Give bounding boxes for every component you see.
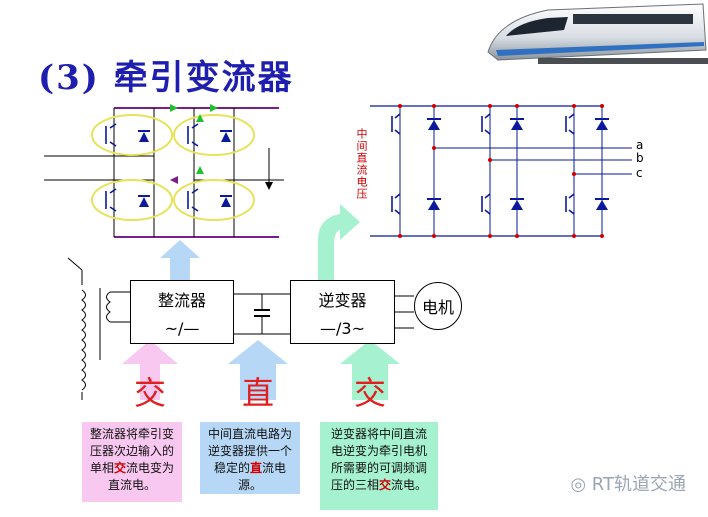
switch-highlight-2	[173, 114, 255, 156]
switch-highlight-3	[91, 179, 173, 221]
ac-label-left: 交	[133, 374, 166, 412]
inverter-symbol: —/3~	[320, 319, 365, 338]
inverter-circuit-diagram	[370, 104, 632, 238]
phase-a-label: a	[636, 138, 644, 152]
rectifier-block: 整流器 ~/—	[130, 280, 234, 344]
watermark: ◎ RT轨道交通	[570, 474, 686, 495]
motor-label: 电机	[421, 298, 454, 317]
switch-highlight-4	[173, 179, 255, 221]
dc-link-voltage-label: 中间直流电压	[355, 128, 368, 200]
rectifier-circuit-diagram	[44, 104, 284, 238]
curved-arrow-inverter	[318, 204, 360, 282]
motor-circle: 电机	[414, 282, 462, 330]
dclink-description: 中间直流电路为逆变器提供一个稳定的直流电源。	[200, 422, 300, 494]
rectifier-description: 整流器将牵引变压器次边输入的单相交流电变为直流电。	[82, 422, 182, 502]
inverter-label: 逆变器	[318, 291, 367, 310]
train-image	[487, 3, 708, 64]
inverter-block: 逆变器 —/3~	[290, 280, 395, 344]
inverter-description: 逆变器将中间直流电逆变为牵引电机所需要的可调频调压的三相交流电。	[320, 422, 438, 510]
page-title: (3) 牵引变流器	[38, 58, 294, 98]
ac-label-right: 交	[353, 374, 386, 412]
rectifier-label: 整流器	[157, 291, 206, 310]
phase-b-label: b	[636, 151, 644, 165]
rectifier-symbol: ~/—	[164, 319, 200, 338]
up-arrow-rectifier	[160, 240, 200, 282]
dc-label: 直	[241, 374, 274, 412]
blue-arrow	[228, 340, 288, 400]
phase-c-label: c	[636, 166, 643, 180]
switch-highlight-1	[91, 114, 173, 156]
green-arrow	[340, 340, 400, 400]
pink-arrow	[122, 340, 178, 400]
wechat-icon: ◎	[570, 474, 592, 495]
